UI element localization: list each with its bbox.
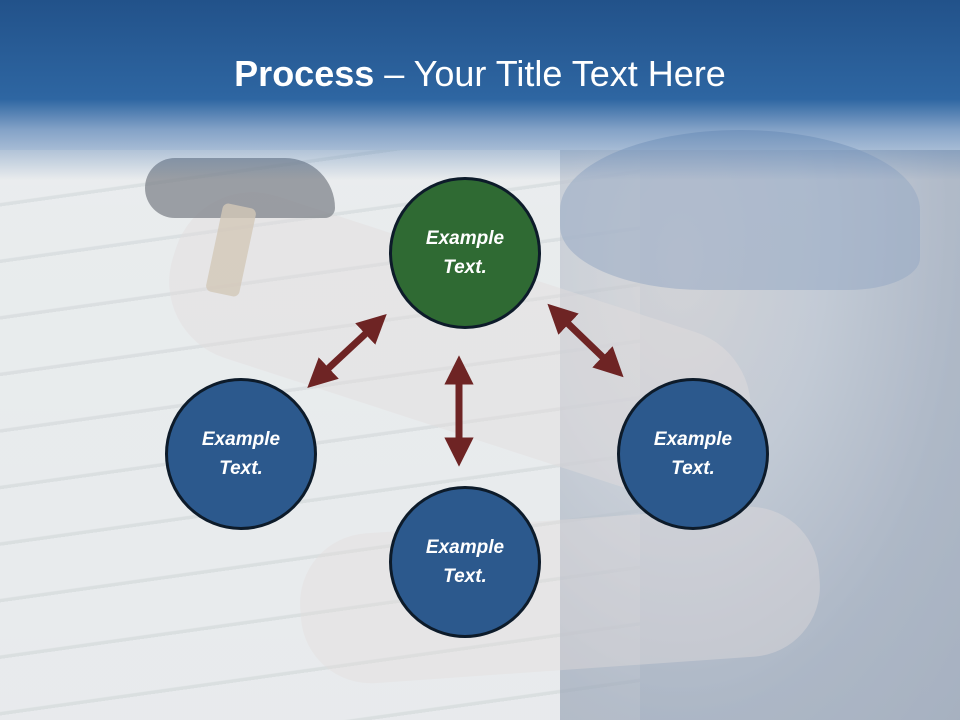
slide-title-rest: – Your Title Text Here — [374, 53, 726, 94]
arrow-top-left — [307, 313, 387, 389]
slide-title: Process – Your Title Text Here — [0, 52, 960, 96]
title-band — [0, 0, 960, 180]
process-node-bottom: Example Text. — [389, 486, 541, 638]
process-node-top: Example Text. — [389, 177, 541, 329]
process-node-right: Example Text. — [617, 378, 769, 530]
arrow-top-right — [547, 303, 624, 378]
process-node-left: Example Text. — [165, 378, 317, 530]
slide-title-bold: Process — [234, 53, 375, 94]
